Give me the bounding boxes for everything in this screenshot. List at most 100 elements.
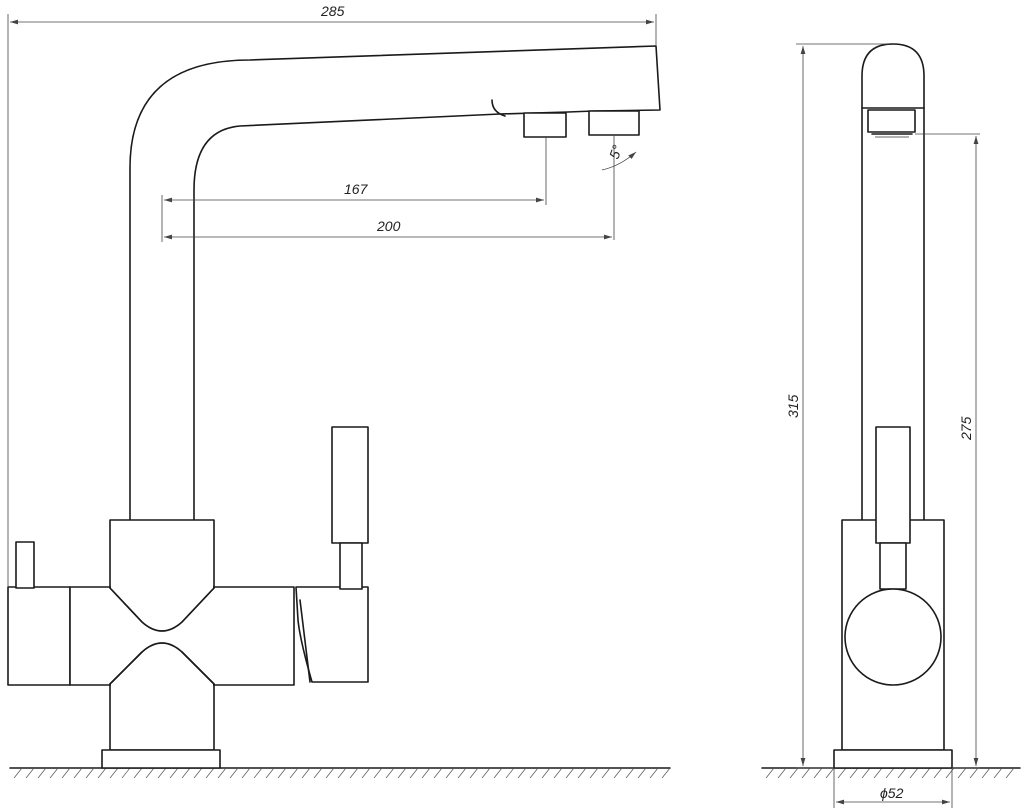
floor-hatch-stroke bbox=[849, 767, 859, 779]
floor-hatch-stroke bbox=[933, 767, 943, 779]
floor-hatch-stroke bbox=[909, 767, 919, 779]
floor-line-front bbox=[9, 767, 671, 779]
left-lever[interactable] bbox=[15, 541, 35, 589]
spout-side bbox=[861, 43, 925, 521]
floor-hatch-stroke bbox=[241, 767, 251, 779]
right-lever-stem bbox=[339, 542, 363, 590]
dim-reach-1: 167 bbox=[161, 137, 547, 242]
floor-hatch-stroke bbox=[433, 767, 443, 779]
dim-base-diameter-label: ϕ52 bbox=[880, 785, 904, 801]
spout-outline bbox=[129, 45, 661, 521]
floor-hatch-stroke bbox=[277, 767, 287, 779]
floor-hatch-stroke bbox=[529, 767, 539, 779]
floor-hatch-stroke bbox=[445, 767, 455, 779]
dim-base-diameter: ϕ52 bbox=[833, 768, 953, 808]
floor-hatch-stroke bbox=[649, 767, 659, 779]
dim-reach-1-label: 167 bbox=[344, 181, 369, 197]
floor-hatch-stroke bbox=[121, 767, 131, 779]
floor-hatch-stroke bbox=[801, 767, 811, 779]
side-view: 315 275 ϕ52 bbox=[761, 43, 1021, 808]
floor-hatch-stroke bbox=[361, 767, 371, 779]
floor-hatch-stroke bbox=[969, 767, 979, 779]
floor-hatch-stroke bbox=[205, 767, 215, 779]
lever-side[interactable] bbox=[875, 426, 911, 544]
floor-hatch-stroke bbox=[301, 767, 311, 779]
floor-hatch-stroke bbox=[517, 767, 527, 779]
floor-line-side bbox=[761, 767, 1021, 779]
floor-hatch-stroke bbox=[589, 767, 599, 779]
dim-total-height-label: 315 bbox=[785, 394, 801, 418]
floor-hatch-stroke bbox=[181, 767, 191, 779]
tilt-angle-label: 5° bbox=[606, 143, 626, 161]
floor-hatch-stroke bbox=[193, 767, 203, 779]
floor-hatch-stroke bbox=[373, 767, 383, 779]
dim-total-width-label: 285 bbox=[320, 3, 345, 19]
floor-hatch-stroke bbox=[765, 767, 775, 779]
left-cap bbox=[7, 586, 71, 686]
dim-outlet-height: 275 bbox=[915, 133, 980, 769]
outlet-right bbox=[588, 110, 640, 136]
cross-cutouts bbox=[109, 586, 215, 686]
floor-hatch-stroke bbox=[49, 767, 59, 779]
cartridge-circle bbox=[844, 588, 942, 686]
floor-hatch-stroke bbox=[397, 767, 407, 779]
body-top-block bbox=[109, 519, 215, 589]
floor-hatch-stroke bbox=[73, 767, 83, 779]
floor-hatch-stroke bbox=[289, 767, 299, 779]
floor-hatch-stroke bbox=[25, 767, 35, 779]
floor-hatch-stroke bbox=[169, 767, 179, 779]
floor-hatch-stroke bbox=[457, 767, 467, 779]
floor-hatch-stroke bbox=[337, 767, 347, 779]
floor-hatch-stroke bbox=[469, 767, 479, 779]
right-handle-housing bbox=[295, 586, 369, 683]
floor-hatch-stroke bbox=[13, 767, 23, 779]
floor-hatch-stroke bbox=[217, 767, 227, 779]
front-view: 5° bbox=[7, 3, 671, 779]
floor-hatch-stroke bbox=[789, 767, 799, 779]
floor-hatch-stroke bbox=[253, 767, 263, 779]
aerator-curve bbox=[491, 99, 506, 117]
cross-body bbox=[69, 586, 295, 686]
floor-hatch-stroke bbox=[265, 767, 275, 779]
floor-hatch-stroke bbox=[957, 767, 967, 779]
floor-hatch-stroke bbox=[861, 767, 871, 779]
floor-hatch-stroke bbox=[661, 767, 671, 779]
floor-hatch-stroke bbox=[145, 767, 155, 779]
aerator-side bbox=[867, 109, 916, 133]
floor-hatch-stroke bbox=[565, 767, 575, 779]
dim-total-height: 315 bbox=[785, 43, 890, 769]
floor-hatch-stroke bbox=[981, 767, 991, 779]
floor-hatch-stroke bbox=[625, 767, 635, 779]
floor-hatch-stroke bbox=[885, 767, 895, 779]
floor-hatch-stroke bbox=[777, 767, 787, 779]
floor-hatch-stroke bbox=[541, 767, 551, 779]
floor-hatch-stroke bbox=[409, 767, 419, 779]
floor-hatch-stroke bbox=[1005, 767, 1015, 779]
floor-hatch-stroke bbox=[897, 767, 907, 779]
floor-hatch-stroke bbox=[349, 767, 359, 779]
right-lever[interactable] bbox=[331, 426, 369, 544]
floor-hatch-stroke bbox=[993, 767, 1003, 779]
base-plate-side bbox=[833, 749, 953, 769]
floor-hatch-stroke bbox=[157, 767, 167, 779]
dim-reach-2: 200 bbox=[164, 218, 612, 240]
floor-hatch-stroke bbox=[97, 767, 107, 779]
floor-hatch-stroke bbox=[481, 767, 491, 779]
dim-total-width: 285 bbox=[7, 3, 657, 587]
floor-hatch-stroke bbox=[325, 767, 335, 779]
floor-hatch-stroke bbox=[85, 767, 95, 779]
floor-hatch-stroke bbox=[493, 767, 503, 779]
floor-hatch-stroke bbox=[229, 767, 239, 779]
dim-outlet-height-label: 275 bbox=[958, 416, 974, 441]
floor-hatch-stroke bbox=[601, 767, 611, 779]
floor-hatch-stroke bbox=[813, 767, 823, 779]
floor-hatch-stroke bbox=[61, 767, 71, 779]
floor-hatch-stroke bbox=[613, 767, 623, 779]
lever-side-stem bbox=[879, 542, 907, 590]
floor-hatch-stroke bbox=[637, 767, 647, 779]
floor-hatch-stroke bbox=[421, 767, 431, 779]
floor-hatch-stroke bbox=[37, 767, 47, 779]
floor-hatch-stroke bbox=[945, 767, 955, 779]
